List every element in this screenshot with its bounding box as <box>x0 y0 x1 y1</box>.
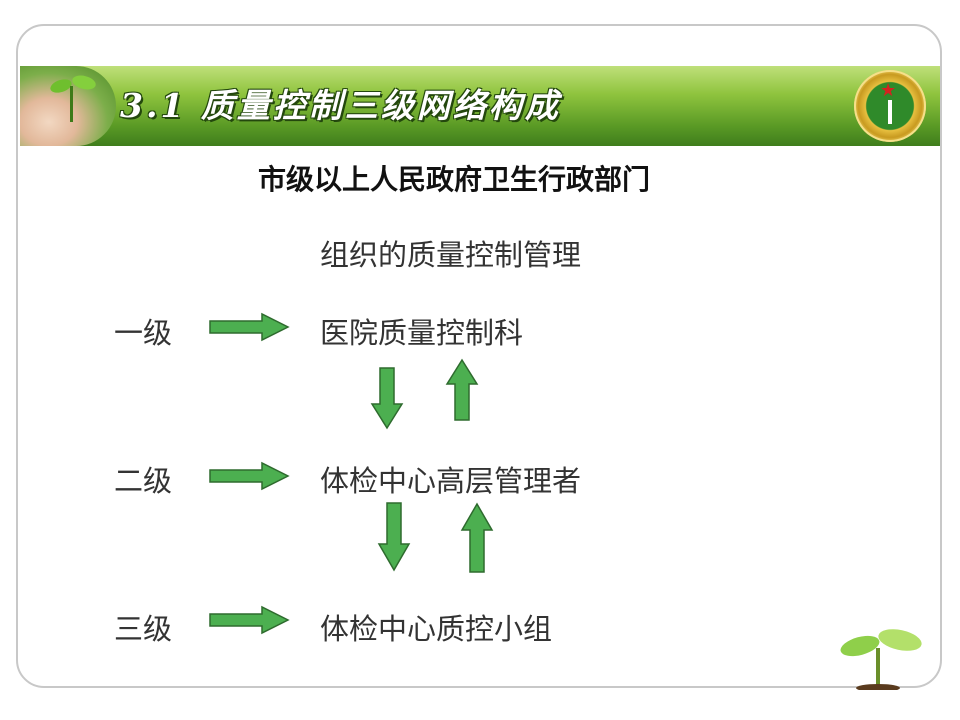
arrow-up-icon-2 <box>460 502 494 573</box>
arrow-right-icon-level-1 <box>209 312 290 342</box>
slide-frame: 3.1 质量控制三级网络构成 ★ <box>16 24 942 688</box>
sprout-in-hand-icon <box>20 66 116 146</box>
arrow-down-icon-1 <box>370 367 404 430</box>
level-2-unit: 体检中心高层管理者 <box>320 464 582 498</box>
top-authority-label: 市级以上人民政府卫生行政部门 <box>258 163 651 196</box>
level-3-label: 三级 <box>114 612 173 646</box>
slide-title: 3.1 质量控制三级网络构成 <box>120 86 561 125</box>
arrow-down-icon-2 <box>377 502 411 572</box>
hospital-emblem-icon: ★ <box>854 70 926 142</box>
arrow-right-icon-level-3 <box>209 605 290 635</box>
title-banner: 3.1 质量控制三级网络构成 ★ <box>20 66 940 146</box>
level-1-unit: 医院质量控制科 <box>320 316 524 350</box>
level-1-label: 一级 <box>114 316 173 350</box>
arrow-right-icon-level-2 <box>209 461 290 491</box>
sprout-icon <box>840 629 922 690</box>
arrow-up-icon-1 <box>445 358 479 421</box>
org-qc-label: 组织的质量控制管理 <box>320 238 582 272</box>
level-2-label: 二级 <box>114 464 173 498</box>
level-3-unit: 体检中心质控小组 <box>320 612 553 646</box>
